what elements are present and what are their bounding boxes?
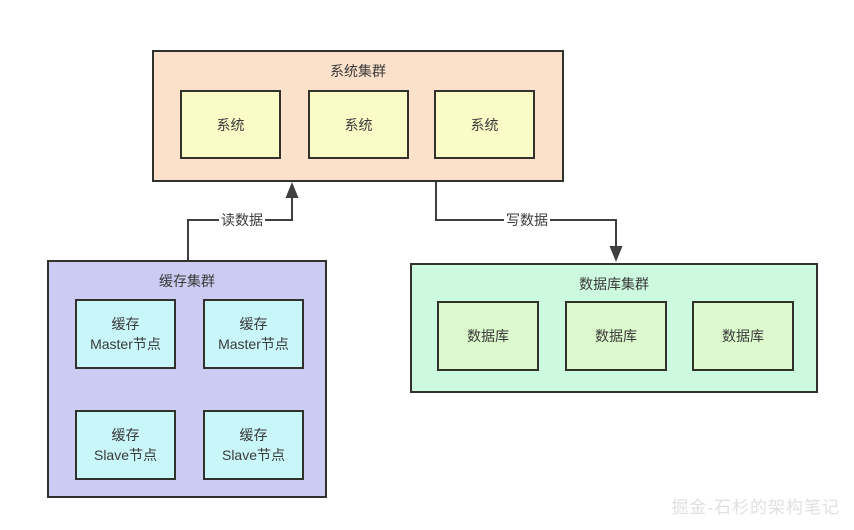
cache-cluster: 缓存集群 缓存 Master节点 缓存 Master节点 缓存 Slave节点 … [47, 260, 327, 498]
write-data-edge-label: 写数据 [504, 212, 550, 228]
read-data-edge-line [187, 197, 293, 260]
watermark-text: 掘金-石杉的架构笔记 [671, 498, 840, 517]
write-data-arrowhead-icon [609, 246, 623, 262]
database-node-3: 数据库 [692, 301, 794, 371]
system-node-3: 系统 [434, 90, 535, 159]
cache-master-node-1: 缓存 Master节点 [75, 299, 176, 369]
database-cluster: 数据库集群 数据库 数据库 数据库 [410, 263, 818, 393]
system-node-2: 系统 [308, 90, 409, 159]
cache-slave-node-2: 缓存 Slave节点 [203, 410, 304, 480]
cache-cluster-title: 缓存集群 [159, 273, 215, 289]
database-node-1: 数据库 [437, 301, 539, 371]
system-node-1: 系统 [180, 90, 281, 159]
database-cluster-title: 数据库集群 [579, 276, 649, 292]
system-cluster-title: 系统集群 [330, 63, 386, 79]
read-data-edge-label: 读数据 [219, 212, 265, 228]
cache-master-node-2: 缓存 Master节点 [203, 299, 304, 369]
read-data-arrowhead-icon [285, 182, 299, 198]
cache-slave-node-1: 缓存 Slave节点 [75, 410, 176, 480]
database-node-2: 数据库 [565, 301, 667, 371]
system-cluster: 系统集群 系统 系统 系统 [152, 50, 564, 182]
